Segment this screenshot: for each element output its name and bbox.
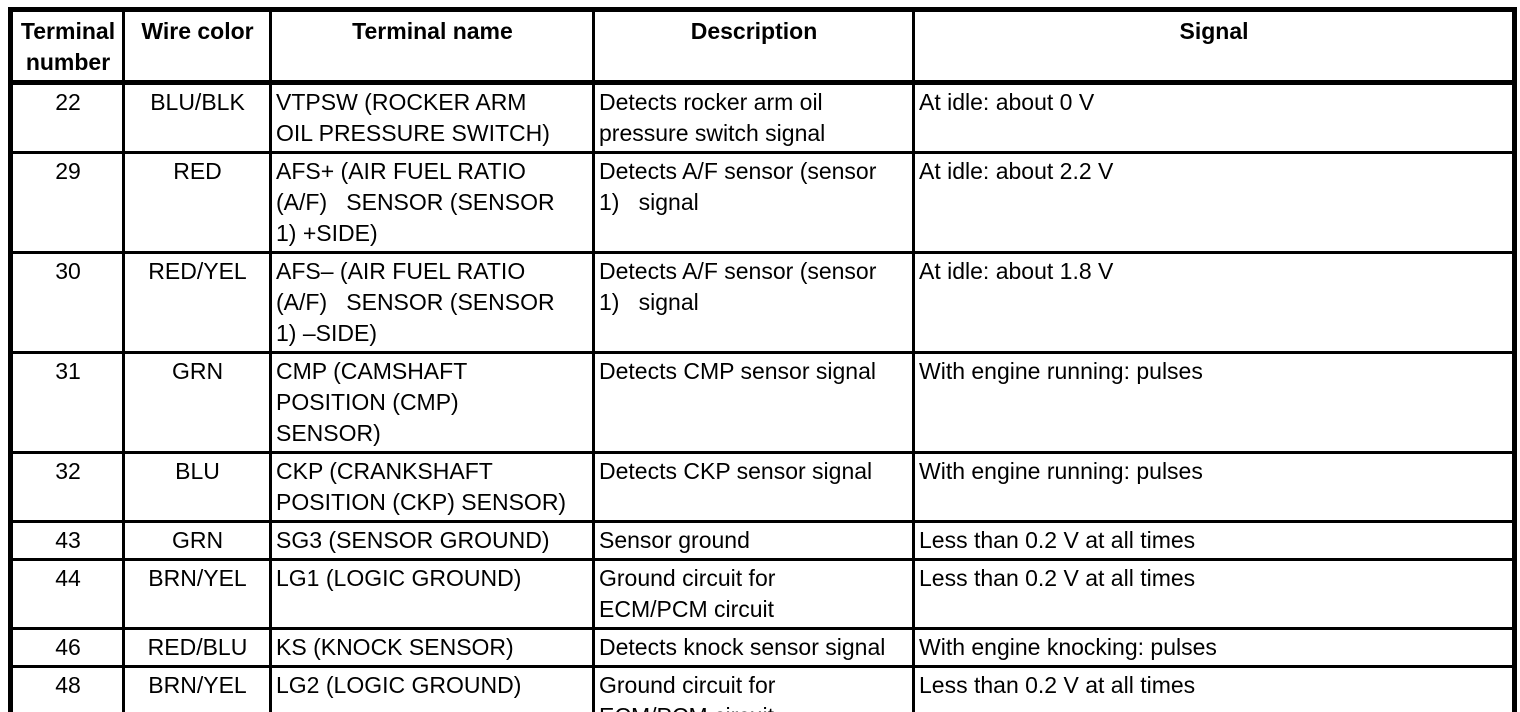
signal-cell: With engine running: pulses (912, 451, 1516, 523)
terminal-number-cell: 32 (9, 451, 125, 523)
table-row: 46 RED/BLU KS (KNOCK SENSOR) Detects kno… (9, 627, 1516, 668)
terminal-name-cell: LG1 (LOGIC GROUND) (269, 558, 595, 630)
description-cell: Detects CMP sensor signal (592, 351, 915, 454)
description-cell: Detects knock sensor signal (592, 627, 915, 668)
column-header-terminal-number: Terminal number (9, 8, 125, 85)
signal-cell: Less than 0.2 V at all times (912, 520, 1516, 561)
terminal-name-cell: AFS+ (AIR FUEL RATIO (A/F) SENSOR (SENSO… (269, 151, 595, 254)
terminal-number-cell: 22 (9, 81, 125, 154)
table-header-row: Terminal number Wire color Terminal name… (9, 8, 1516, 85)
table-row: 29 RED AFS+ (AIR FUEL RATIO (A/F) SENSOR… (9, 151, 1516, 254)
column-header-description: Description (592, 8, 915, 85)
terminal-name-cell: CMP (CAMSHAFT POSITION (CMP) SENSOR) (269, 351, 595, 454)
signal-cell: At idle: about 0 V (912, 81, 1516, 154)
terminal-number-cell: 30 (9, 251, 125, 354)
signal-cell: With engine knocking: pulses (912, 627, 1516, 668)
terminal-number-cell: 46 (9, 627, 125, 668)
wire-color-cell: RED/YEL (122, 251, 272, 354)
terminal-name-cell: VTPSW (ROCKER ARM OIL PRESSURE SWITCH) (269, 81, 595, 154)
column-header-wire-color: Wire color (122, 8, 272, 85)
description-cell: Sensor ground (592, 520, 915, 561)
table-row: 48 BRN/YEL LG2 (LOGIC GROUND) Ground cir… (9, 665, 1516, 712)
table-row: 22 BLU/BLK VTPSW (ROCKER ARM OIL PRESSUR… (9, 81, 1516, 154)
terminal-number-cell: 44 (9, 558, 125, 630)
wire-color-cell: RED/BLU (122, 627, 272, 668)
terminal-name-cell: AFS– (AIR FUEL RATIO (A/F) SENSOR (SENSO… (269, 251, 595, 354)
signal-cell: At idle: about 1.8 V (912, 251, 1516, 354)
wire-color-cell: RED (122, 151, 272, 254)
terminal-name-cell: KS (KNOCK SENSOR) (269, 627, 595, 668)
wire-color-cell: GRN (122, 520, 272, 561)
terminal-name-cell: CKP (CRANKSHAFT POSITION (CKP) SENSOR) (269, 451, 595, 523)
description-cell: Detects rocker arm oil pressure switch s… (592, 81, 915, 154)
wire-color-cell: BRN/YEL (122, 665, 272, 712)
terminal-number-cell: 31 (9, 351, 125, 454)
wire-color-cell: BLU (122, 451, 272, 523)
description-cell: Detects A/F sensor (sensor 1) signal (592, 251, 915, 354)
signal-cell: Less than 0.2 V at all times (912, 558, 1516, 630)
signal-cell: With engine running: pulses (912, 351, 1516, 454)
column-header-terminal-name: Terminal name (269, 8, 595, 85)
table-row: 44 BRN/YEL LG1 (LOGIC GROUND) Ground cir… (9, 558, 1516, 630)
signal-cell: Less than 0.2 V at all times (912, 665, 1516, 712)
wire-color-cell: BLU/BLK (122, 81, 272, 154)
description-cell: Ground circuit for ECM/PCM circuit (592, 558, 915, 630)
table-row: 43 GRN SG3 (SENSOR GROUND) Sensor ground… (9, 520, 1516, 561)
table-row: 30 RED/YEL AFS– (AIR FUEL RATIO (A/F) SE… (9, 251, 1516, 354)
terminal-number-cell: 43 (9, 520, 125, 561)
table-row: 32 BLU CKP (CRANKSHAFT POSITION (CKP) SE… (9, 451, 1516, 523)
description-cell: Detects CKP sensor signal (592, 451, 915, 523)
description-cell: Detects A/F sensor (sensor 1) signal (592, 151, 915, 254)
terminal-number-cell: 29 (9, 151, 125, 254)
table-row: 31 GRN CMP (CAMSHAFT POSITION (CMP) SENS… (9, 351, 1516, 454)
terminal-pinout-table: Terminal number Wire color Terminal name… (8, 7, 1517, 712)
terminal-number-cell: 48 (9, 665, 125, 712)
terminal-name-cell: SG3 (SENSOR GROUND) (269, 520, 595, 561)
wire-color-cell: BRN/YEL (122, 558, 272, 630)
wire-color-cell: GRN (122, 351, 272, 454)
signal-cell: At idle: about 2.2 V (912, 151, 1516, 254)
terminal-name-cell: LG2 (LOGIC GROUND) (269, 665, 595, 712)
description-cell: Ground circuit for ECM/PCM circuit (592, 665, 915, 712)
column-header-signal: Signal (912, 8, 1516, 85)
